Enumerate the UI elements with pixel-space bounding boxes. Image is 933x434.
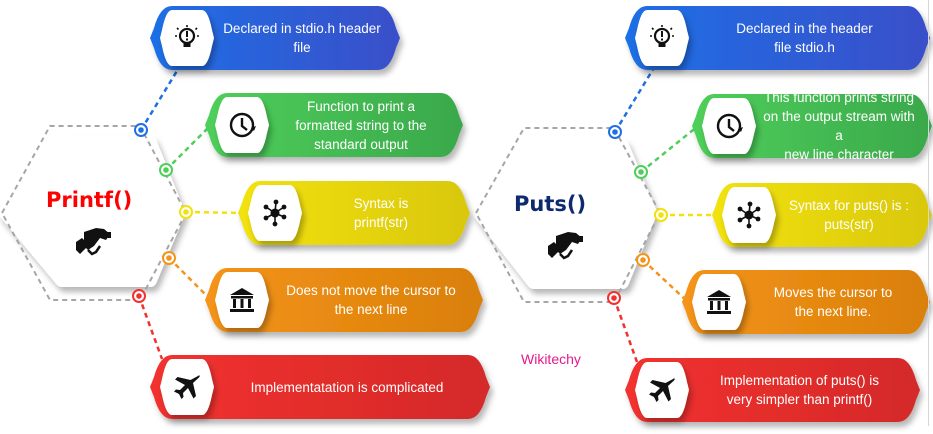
bank-icon (707, 290, 731, 314)
connector-node-dot (183, 209, 189, 215)
network-icon (263, 199, 287, 227)
left-item-4: Does not move the cursor to the next lin… (205, 268, 483, 332)
lightbulb-icon (175, 25, 199, 47)
icon-badge (160, 10, 214, 66)
connector-line (137, 295, 164, 360)
network-icon (737, 201, 761, 229)
item-text: Declared in the header file stdio.h (736, 21, 873, 55)
clock-icon (229, 112, 256, 138)
right-item-2: This function prints string on the outpu… (692, 90, 932, 162)
connector-node-dot (658, 212, 664, 218)
right-item-4: Moves the cursor to the next line. (682, 270, 930, 334)
right-center-hexagon (473, 139, 657, 289)
left-item-3: Syntax is printf(str) (238, 181, 470, 245)
lightbulb-icon (650, 25, 674, 47)
item-text: Implementatation is complicated (250, 379, 444, 395)
connector-line (185, 210, 245, 215)
item-text: Moves the cursor to the next line. (773, 285, 893, 319)
connector-line (642, 259, 689, 303)
connector-line (165, 124, 212, 171)
right-item-3: Syntax for puts() is : puts(str) (712, 183, 932, 247)
pill-shape (150, 6, 400, 70)
connector-node-dot (138, 127, 144, 133)
item-text: Declared in stdio.h header file (223, 21, 381, 55)
divider (928, 0, 929, 426)
left-item-2: Function to print a formatted string to … (205, 93, 463, 157)
item-text: Function to print a formatted string to … (295, 98, 427, 152)
handshake-icon (76, 228, 111, 256)
left-outline-hexagon (1, 125, 187, 301)
item-text: Syntax is printf(str) (353, 196, 409, 230)
clock-icon (716, 113, 743, 139)
bank-icon (230, 288, 254, 312)
printf-title: Printf() (46, 188, 133, 212)
right-item-5: Implementation of puts() is very simpler… (625, 358, 920, 422)
connector-node-dot (611, 295, 617, 301)
item-text: Syntax for puts() is : puts(str) (788, 198, 910, 232)
connector-node-dot (163, 167, 169, 173)
left-center-hexagon (0, 136, 185, 287)
left-item-5: Implementatation is complicated (150, 355, 490, 419)
right-item-1: Declared in the header file stdio.h (625, 6, 930, 70)
connector-node-dot (638, 169, 644, 175)
icon-badge (635, 10, 689, 66)
connector-line (613, 65, 657, 133)
handshake-icon (548, 232, 583, 260)
connector-node-dot (136, 293, 142, 299)
connector-node-dot (166, 255, 172, 261)
connector-node-dot (640, 257, 646, 263)
connector-line (168, 257, 212, 301)
connector-line (612, 297, 639, 363)
connector-node-dot (612, 129, 618, 135)
connector-line (139, 65, 182, 131)
connector-line (640, 125, 699, 173)
item-text: Implementation of puts() is very simpler… (719, 373, 880, 407)
watermark: Wikitechy (521, 351, 581, 367)
pill-shape (625, 6, 930, 70)
item-text: This function prints string on the outpu… (763, 90, 915, 162)
puts-title: Puts() (514, 192, 587, 216)
airplane-icon (649, 378, 675, 402)
pill-shape (712, 183, 932, 247)
item-text: Does not move the cursor to the next lin… (286, 283, 456, 317)
airplane-icon (174, 375, 200, 399)
left-item-1: Declared in stdio.h header file (150, 6, 400, 70)
